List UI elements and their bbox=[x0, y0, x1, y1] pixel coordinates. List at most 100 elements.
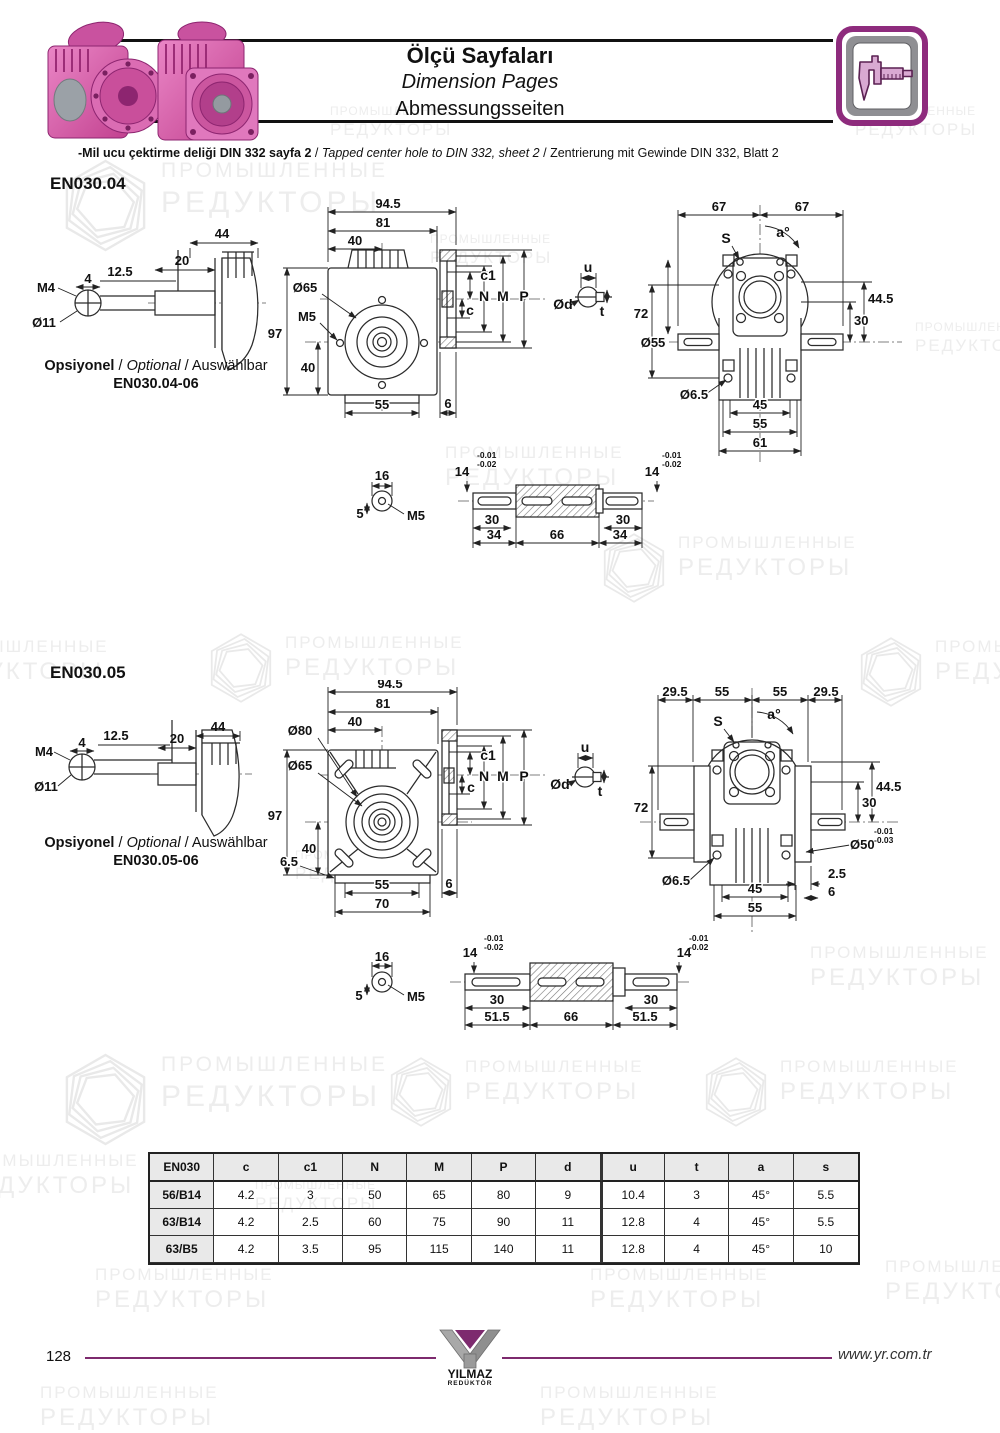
svg-text:30: 30 bbox=[490, 992, 504, 1007]
table-cell: 45° bbox=[729, 1209, 794, 1236]
svg-text:40: 40 bbox=[348, 714, 362, 729]
table-cell: 80 bbox=[471, 1182, 537, 1209]
svg-text:30: 30 bbox=[854, 313, 868, 328]
table-cell: 65 bbox=[407, 1182, 472, 1209]
website-url: www.yr.com.tr bbox=[838, 1346, 932, 1363]
svg-text:P: P bbox=[519, 768, 528, 784]
svg-text:S: S bbox=[721, 230, 730, 246]
table-cell: 11 bbox=[536, 1209, 601, 1236]
table-cell: 2.5 bbox=[278, 1209, 344, 1236]
side-view-05: 29.5 55 55 29.5 S a° 72 Ø6.5 44.5 30 Ø50… bbox=[550, 684, 903, 935]
svg-text:2.5: 2.5 bbox=[828, 866, 846, 881]
svg-text:-0.02: -0.02 bbox=[477, 459, 497, 469]
input-shaft-dims-05: M4 4 12.5 Ø11 bbox=[34, 728, 170, 794]
table-cell: 10 bbox=[793, 1236, 858, 1263]
svg-text:14: 14 bbox=[677, 945, 692, 960]
svg-text:-0.02: -0.02 bbox=[662, 459, 682, 469]
svg-text:Ø80: Ø80 bbox=[288, 723, 313, 738]
svg-text:20: 20 bbox=[170, 731, 184, 746]
adapter-drawing-04: 20 44 bbox=[148, 226, 266, 371]
svg-text:t: t bbox=[600, 303, 605, 319]
svg-text:55: 55 bbox=[375, 397, 389, 412]
svg-text:M4: M4 bbox=[35, 744, 54, 759]
svg-text:c: c bbox=[466, 302, 474, 318]
svg-text:Ø65: Ø65 bbox=[288, 758, 313, 773]
svg-text:30: 30 bbox=[862, 795, 876, 810]
svg-text:94.5: 94.5 bbox=[375, 196, 400, 211]
optional-label-05: Opsiyonel / Optional / Auswählbar EN030.… bbox=[40, 834, 272, 870]
header-top-rule bbox=[85, 39, 833, 42]
svg-text:30: 30 bbox=[485, 512, 499, 527]
svg-text:44.5: 44.5 bbox=[876, 779, 901, 794]
svg-text:66: 66 bbox=[564, 1009, 578, 1024]
svg-text:Ø55: Ø55 bbox=[641, 335, 666, 350]
svg-text:40: 40 bbox=[348, 233, 362, 248]
drawing-en030-04: M4 4 12.5 Ø11 20 44 bbox=[32, 196, 902, 548]
svg-text:29.5: 29.5 bbox=[662, 684, 687, 699]
front-view-05: 94.5 81 40 Ø80 Ø65 97 40 6.5 c1 N M P c … bbox=[266, 680, 545, 917]
optional-code-04: EN030.04-06 bbox=[113, 376, 199, 392]
svg-text:45: 45 bbox=[753, 397, 767, 412]
svg-text:40: 40 bbox=[301, 360, 315, 375]
table-cell: 115 bbox=[407, 1236, 472, 1263]
svg-text:20: 20 bbox=[175, 253, 189, 268]
table-cell: 90 bbox=[471, 1209, 537, 1236]
svg-text:Ø50: Ø50 bbox=[850, 837, 875, 852]
svg-text:-0.02: -0.02 bbox=[484, 942, 504, 952]
svg-text:55: 55 bbox=[715, 684, 729, 699]
footer-rule-left bbox=[85, 1357, 436, 1359]
shaft-drawing-05: 16 5 M5 14 -0.01 -0.02 14 -0.01 -0.02 30… bbox=[355, 933, 709, 1030]
svg-text:S: S bbox=[713, 713, 722, 729]
logo-triangle bbox=[455, 1330, 485, 1349]
svg-text:16: 16 bbox=[375, 468, 389, 483]
table-header-cell: P bbox=[471, 1154, 537, 1182]
key-detail-04: u Ød t bbox=[553, 259, 612, 319]
svg-text:c1: c1 bbox=[480, 747, 496, 763]
svg-text:a°: a° bbox=[767, 706, 780, 722]
svg-text:44: 44 bbox=[211, 719, 226, 734]
page-number: 128 bbox=[46, 1348, 72, 1365]
table-cell: 5.5 bbox=[793, 1182, 858, 1209]
svg-text:14: 14 bbox=[455, 464, 470, 479]
caliper-icon bbox=[836, 26, 928, 126]
table-row-label: 56/B14 bbox=[150, 1182, 215, 1209]
hexagon-watermark-icon bbox=[705, 1057, 767, 1127]
svg-text:M5: M5 bbox=[407, 508, 425, 523]
input-shaft-dims-04: M4 4 12.5 Ø11 bbox=[32, 264, 176, 330]
svg-text:Ø6.5: Ø6.5 bbox=[662, 873, 690, 888]
svg-text:P: P bbox=[519, 288, 528, 304]
table-cell: 4.2 bbox=[214, 1236, 279, 1263]
table-cell: 75 bbox=[407, 1209, 472, 1236]
svg-text:81: 81 bbox=[376, 215, 390, 230]
table-header-cell: t bbox=[664, 1154, 730, 1182]
hexagon-watermark-icon bbox=[390, 1057, 452, 1127]
svg-text:YILMAZ: YILMAZ bbox=[448, 1367, 493, 1381]
drawing-en030-05: M4 4 12.5 Ø11 20 44 bbox=[34, 680, 903, 1030]
table-cell: 60 bbox=[343, 1209, 408, 1236]
table-cell: 10.4 bbox=[600, 1182, 665, 1209]
page-title: Ölçü Sayfaları Dimension Pages Abmessung… bbox=[300, 42, 660, 123]
side-view-04: 67 67 S a° 72 Ø55 Ø6.5 44.5 30 45 55 61 bbox=[553, 199, 902, 462]
table-cell: 9 bbox=[536, 1182, 601, 1209]
table-cell: 45° bbox=[729, 1236, 794, 1263]
svg-text:72: 72 bbox=[634, 306, 648, 321]
header-bottom-rule bbox=[85, 120, 833, 123]
table-header-cell: c bbox=[214, 1154, 279, 1182]
table-cell: 45° bbox=[729, 1182, 794, 1209]
table-header-cell: s bbox=[793, 1154, 858, 1182]
din-note: -Mil ucu çektirme deliği DIN 332 sayfa 2… bbox=[78, 146, 779, 160]
svg-text:14: 14 bbox=[463, 945, 478, 960]
adapter-drawing-05: 20 44 bbox=[150, 719, 252, 837]
svg-text:c: c bbox=[467, 779, 475, 795]
svg-text:51.5: 51.5 bbox=[632, 1009, 657, 1024]
svg-text:u: u bbox=[584, 259, 593, 275]
svg-text:-0.01: -0.01 bbox=[477, 450, 497, 460]
table-header-cell: N bbox=[343, 1154, 408, 1182]
svg-text:16: 16 bbox=[375, 949, 389, 964]
svg-text:4: 4 bbox=[84, 271, 92, 286]
